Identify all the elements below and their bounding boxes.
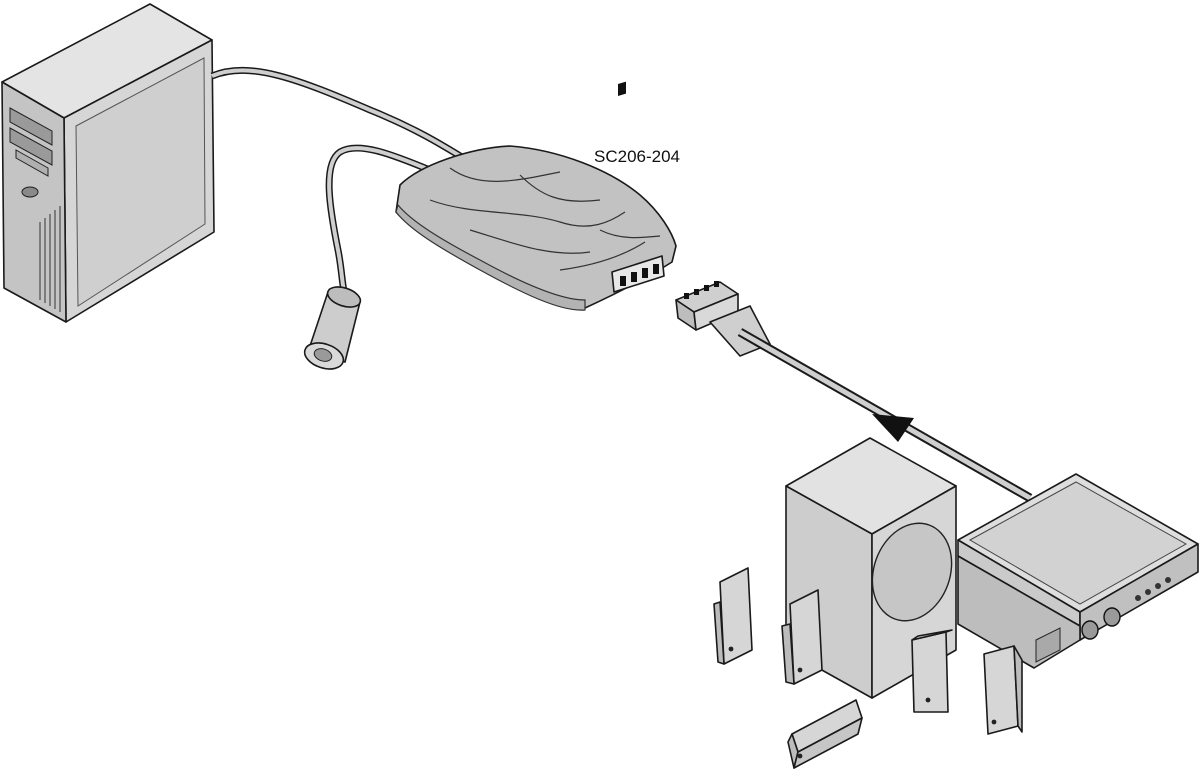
speaker-flat [787,699,863,769]
sensor-cable [325,144,432,297]
amplifier-cable [737,328,1033,502]
speaker-center [781,589,823,685]
speaker-right [983,645,1023,735]
microphone-sensor [303,286,362,370]
audio-amplifier [957,473,1199,669]
computer-tower [1,3,215,323]
satellite-speakers [713,567,1023,769]
flow-arrow [872,414,914,442]
speaker-front [911,629,953,713]
pc-cable [210,66,472,166]
device-label: SC206-204 [594,147,680,166]
speaker-left [713,567,753,665]
sc206-204-device [395,81,677,311]
